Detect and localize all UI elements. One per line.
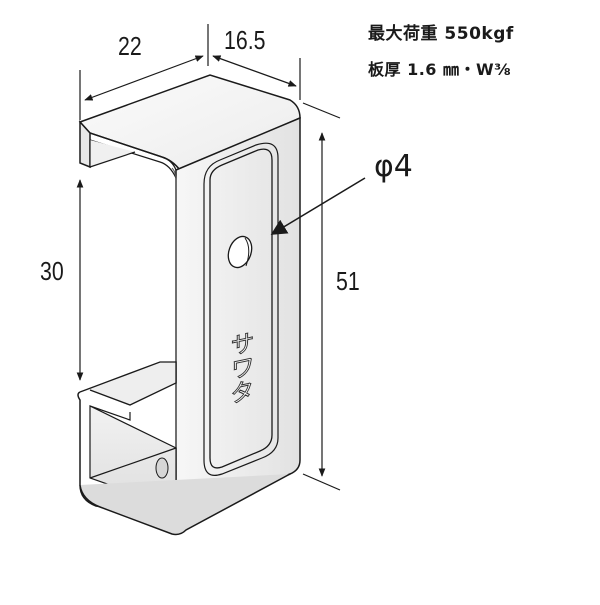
max-load-spec: 最大荷重 550kgf bbox=[368, 24, 514, 44]
plate-thickness-spec: 板厚 1.6 ㎜・W⅜ bbox=[368, 60, 512, 79]
inner-height-dimension-label: 30 bbox=[40, 256, 64, 286]
hole-diameter-label: φ4 bbox=[374, 149, 413, 184]
brand-engraving: サワタ bbox=[226, 329, 255, 408]
depth-dimension-label: 16.5 bbox=[224, 25, 266, 55]
dimension-lines bbox=[76, 24, 366, 491]
front-plate bbox=[171, 116, 301, 518]
total-height-dimension-label: 51 bbox=[336, 266, 360, 296]
width-dimension-label: 22 bbox=[118, 31, 142, 61]
bottom-flange bbox=[77, 361, 291, 536]
